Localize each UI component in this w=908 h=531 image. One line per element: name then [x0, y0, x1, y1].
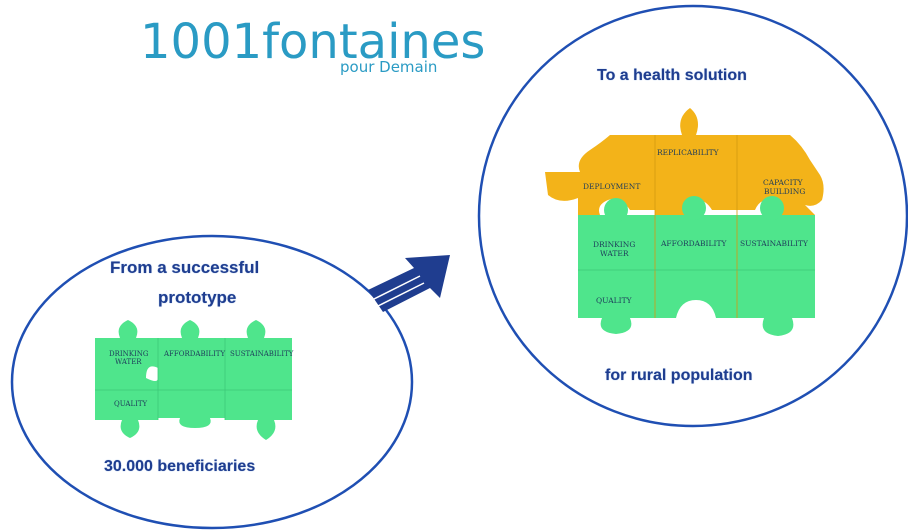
right-label-capacity: CAPACITY [763, 178, 804, 187]
logo: 1001fontaines pour Demain [140, 14, 485, 84]
arrow-icon [368, 255, 450, 312]
left-label-water: WATER [115, 358, 142, 366]
left-label-drinking: DRINKING [109, 350, 149, 358]
left-piece-middle-bottom [158, 390, 225, 428]
left-title-line1: From a successful [110, 258, 260, 277]
left-footer: 30.000 beneficiaries [104, 458, 256, 475]
left-piece-sustainability [225, 320, 292, 390]
right-piece-replicability [655, 108, 737, 215]
right-piece-quality [578, 270, 655, 334]
right-label-building: BUILDING [764, 187, 805, 196]
left-puzzle: DRINKING WATER AFFORDABILITY SUSTAINABIL… [95, 320, 294, 440]
left-label-affordability: AFFORDABILITY [163, 350, 225, 358]
left-piece-right-bottom [225, 390, 292, 440]
right-label-sustainability: SUSTAINABILITY [740, 239, 809, 248]
right-label-water: WATER [600, 249, 629, 258]
left-label-sustainability: SUSTAINABILITY [230, 350, 294, 358]
right-label-deployment: DEPLOYMENT [583, 182, 640, 191]
right-title: To a health solution [597, 67, 747, 84]
right-label-replicability: REPLICABILITY [657, 148, 720, 157]
right-knob-1 [604, 198, 628, 222]
right-piece-capacity-building [737, 135, 824, 215]
logo-subtitle: pour Demain [340, 58, 438, 76]
left-title-line2: prototype [158, 288, 237, 307]
right-label-quality: QUALITY [596, 296, 633, 305]
right-knob-2 [682, 196, 706, 220]
left-piece-affordability [158, 320, 225, 390]
right-piece-sustainability [737, 215, 815, 270]
right-piece-affordability [655, 215, 737, 270]
left-label-quality: QUALITY [114, 400, 148, 408]
left-circle [10, 234, 414, 530]
right-piece-middle-bottom [655, 270, 737, 318]
right-piece-right-bottom [737, 270, 815, 336]
left-piece-quality [95, 390, 158, 438]
right-puzzle: REPLICABILITY DEPLOYMENT CAPACITY BUILDI… [545, 108, 824, 336]
right-knob-3 [760, 196, 784, 220]
left-piece-drinking-water [95, 320, 158, 390]
right-piece-deployment [545, 135, 655, 215]
right-piece-drinking-water [578, 215, 655, 270]
right-circle [477, 4, 908, 428]
right-footer: for rural population [605, 367, 753, 384]
logo-main-text: 1001fontaines [140, 14, 486, 70]
right-label-affordability: AFFORDABILITY [660, 239, 727, 248]
right-label-drinking: DRINKING [593, 240, 635, 249]
